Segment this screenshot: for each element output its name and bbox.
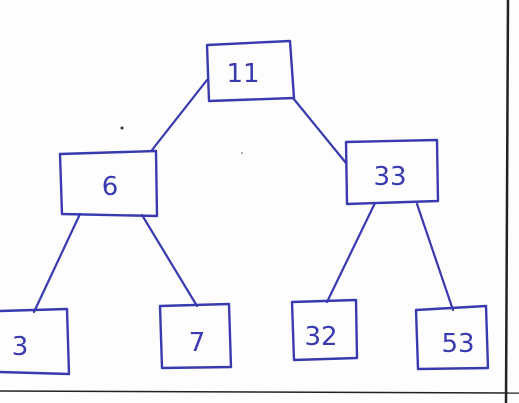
page-edge-right	[504, 0, 510, 403]
ink-dot	[241, 152, 243, 154]
node-left-right-label: 7	[189, 328, 206, 358]
node-left-right: 7	[158, 302, 233, 370]
edge-root-left	[150, 78, 209, 152]
node-right-right-label: 53	[441, 329, 474, 359]
node-root: 11	[205, 39, 296, 103]
node-left-left: 3	[0, 307, 71, 376]
edge-left-leftleft	[32, 212, 82, 314]
edge-left-leftright	[140, 213, 199, 308]
node-left-left-label: 3	[12, 332, 29, 362]
node-right: 33	[344, 138, 440, 206]
node-right-left: 32	[290, 298, 359, 362]
ink-dot	[120, 126, 124, 130]
edge-root-right	[291, 96, 348, 165]
edge-right-rightright	[415, 202, 455, 312]
edge-right-rightleft	[325, 201, 377, 304]
page-edge-bottom	[0, 390, 519, 394]
node-left-label: 6	[102, 172, 119, 202]
node-right-label: 33	[373, 162, 406, 192]
node-left: 6	[58, 149, 159, 218]
node-right-left-label: 32	[304, 322, 337, 352]
node-root-label: 11	[226, 59, 259, 89]
node-right-right: 53	[414, 304, 490, 371]
